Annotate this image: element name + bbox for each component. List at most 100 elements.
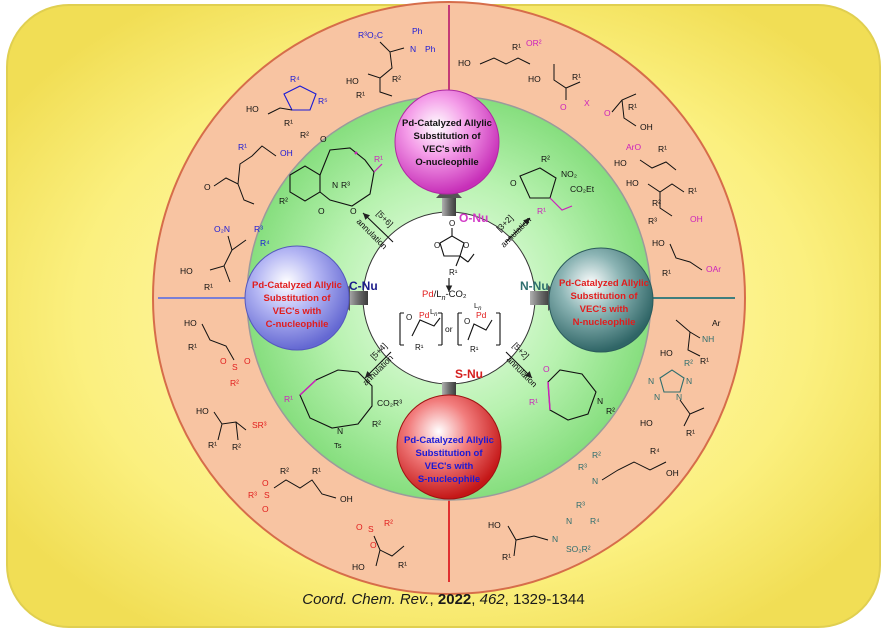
svg-text:R²: R² xyxy=(606,406,615,416)
svg-text:Substitution of: Substitution of xyxy=(570,291,638,302)
svg-text:R¹: R¹ xyxy=(312,466,321,476)
structure-n3-amino-alcohol: R² R³ N R⁴ OH xyxy=(578,446,679,486)
svg-text:S: S xyxy=(232,362,238,372)
structure-s1-sulfone: HO R¹ S O O R² xyxy=(184,318,251,388)
bubble-s-nucleophile: Pd-Catalyzed Allylic Substitution of VEC… xyxy=(396,394,502,500)
svg-text:OAr: OAr xyxy=(706,264,721,274)
svg-text:HO: HO xyxy=(180,266,193,276)
svg-text:N: N xyxy=(686,376,692,386)
svg-text:R¹: R¹ xyxy=(356,90,365,100)
svg-text:SR³: SR³ xyxy=(252,420,267,430)
center-vec-structure: O O O R¹ Pd/Ln-CO₂ Pd Ln O R¹ or Pd Ln O… xyxy=(399,219,501,354)
svg-text:R⁴: R⁴ xyxy=(260,238,270,248)
svg-text:R²: R² xyxy=(592,450,601,460)
svg-text:VEC's with: VEC's with xyxy=(580,304,629,315)
svg-text:R⁴: R⁴ xyxy=(590,516,600,526)
svg-text:N-nucleophile: N-nucleophile xyxy=(573,317,636,328)
svg-text:HO: HO xyxy=(196,406,209,416)
svg-text:HO: HO xyxy=(352,562,365,572)
svg-text:NH: NH xyxy=(702,334,714,344)
citation: Coord. Chem. Rev., 2022, 462, 1329-1344 xyxy=(302,591,585,608)
svg-text:HO: HO xyxy=(184,318,197,328)
svg-text:R³: R³ xyxy=(341,180,350,190)
svg-text:HO: HO xyxy=(626,178,639,188)
structure-s2-thioether: HO R¹ R² SR³ xyxy=(196,406,267,452)
svg-text:R¹: R¹ xyxy=(512,42,521,52)
svg-text:R²: R² xyxy=(279,196,288,206)
svg-text:OH: OH xyxy=(666,468,679,478)
svg-text:O: O xyxy=(406,313,412,322)
svg-text:O: O xyxy=(350,206,357,216)
svg-text:N: N xyxy=(552,534,558,544)
product-5-4-annulation: R¹ CO₂R³ R² N Ts xyxy=(284,369,402,450)
svg-text:HO: HO xyxy=(488,520,501,530)
svg-text:R²: R² xyxy=(684,358,693,368)
svg-text:OH: OH xyxy=(690,214,703,224)
svg-text:SO₂R²: SO₂R² xyxy=(566,544,591,554)
svg-text:O: O xyxy=(320,134,327,144)
svg-text:S: S xyxy=(264,490,270,500)
svg-text:O: O xyxy=(220,356,227,366)
svg-text:N: N xyxy=(337,426,343,436)
label-c-nu: C-Nu xyxy=(349,279,378,293)
svg-text:O: O xyxy=(244,356,251,366)
svg-text:R¹: R¹ xyxy=(188,342,197,352)
svg-text:S-nucleophile: S-nucleophile xyxy=(418,474,480,485)
svg-text:HO: HO xyxy=(640,418,653,428)
svg-text:OH: OH xyxy=(340,494,353,504)
structure-o3-aryl-ether: ArO R¹ HO xyxy=(614,142,677,171)
bubble-c-nucleophile: Pd-Catalyzed Allylic Substitution of VEC… xyxy=(244,245,350,351)
svg-text:C-nucleophile: C-nucleophile xyxy=(266,319,329,330)
svg-text:R¹: R¹ xyxy=(688,186,697,196)
svg-text:R²: R² xyxy=(372,419,381,429)
svg-text:R²: R² xyxy=(652,198,661,208)
svg-text:CO₂Et: CO₂Et xyxy=(570,184,595,194)
svg-text:O₂N: O₂N xyxy=(214,224,230,234)
svg-text:Ar: Ar xyxy=(712,318,721,328)
svg-text:Substitution of: Substitution of xyxy=(415,448,483,459)
svg-text:R³O₂C: R³O₂C xyxy=(358,30,383,40)
citation-pages: , 1329-1344 xyxy=(504,591,585,608)
svg-text:O: O xyxy=(356,522,363,532)
svg-text:R²: R² xyxy=(300,130,309,140)
svg-text:O: O xyxy=(463,241,469,250)
svg-text:N: N xyxy=(566,516,572,526)
svg-text:N: N xyxy=(648,376,654,386)
svg-text:OH: OH xyxy=(280,148,293,158)
svg-text:O: O xyxy=(262,478,269,488)
structure-n2-tetrazole: R² N N N N HO R¹ xyxy=(640,358,705,438)
product-5-6-annulation: R¹ R² N R³ O O O xyxy=(279,134,383,216)
structure-c3-aldehyde: R¹ OH O xyxy=(204,142,293,205)
svg-text:N: N xyxy=(676,392,682,402)
svg-text:N: N xyxy=(592,476,598,486)
citation-volume: 462 xyxy=(479,591,505,608)
svg-text:R¹: R¹ xyxy=(470,345,479,354)
svg-text:R¹: R¹ xyxy=(284,118,293,128)
svg-text:HO: HO xyxy=(652,238,665,248)
svg-text:VEC's with: VEC's with xyxy=(423,144,472,155)
svg-text:Ph: Ph xyxy=(412,26,423,36)
structure-o4-diol: HO R¹ R² R³ OH xyxy=(626,178,703,226)
svg-text:O: O xyxy=(204,182,211,192)
svg-text:R¹: R¹ xyxy=(415,343,424,352)
svg-text:O: O xyxy=(560,102,567,112)
svg-text:Pd-Catalyzed Allylic: Pd-Catalyzed Allylic xyxy=(559,278,649,289)
svg-text:ArO: ArO xyxy=(626,142,642,152)
svg-text:R⁴: R⁴ xyxy=(290,74,300,84)
svg-text:R²: R² xyxy=(392,74,401,84)
svg-text:Ln: Ln xyxy=(474,301,482,312)
structure-c4-nitro: O₂N R³ R⁴ HO R¹ xyxy=(180,224,270,292)
svg-text:R¹: R¹ xyxy=(658,144,667,154)
svg-text:CO₂R³: CO₂R³ xyxy=(377,398,402,408)
svg-text:R¹: R¹ xyxy=(572,72,581,82)
product-3-2-annulation: O R² NO₂ CO₂Et R¹ xyxy=(510,154,595,216)
citation-year: 2022 xyxy=(437,591,472,608)
svg-text:R¹: R¹ xyxy=(700,356,709,366)
svg-text:Ph: Ph xyxy=(425,44,436,54)
svg-text:Ts: Ts xyxy=(334,441,342,450)
svg-text:O: O xyxy=(464,317,470,326)
svg-text:HO: HO xyxy=(458,58,471,68)
svg-text:R¹: R¹ xyxy=(449,268,458,277)
svg-text:R³: R³ xyxy=(578,462,587,472)
